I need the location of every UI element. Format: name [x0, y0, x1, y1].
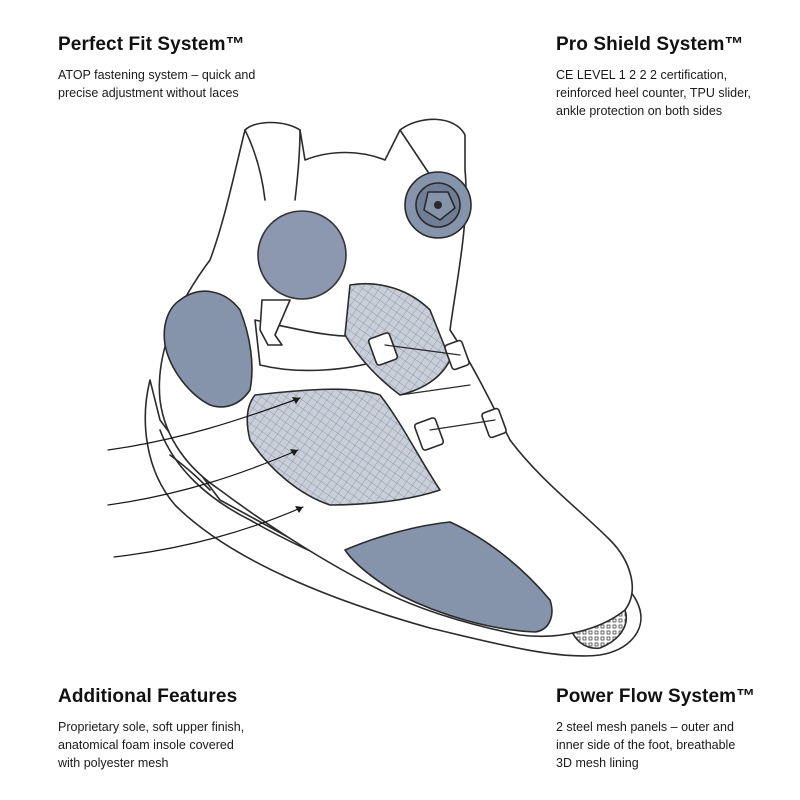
feature-title: Power Flow System™ — [556, 686, 756, 707]
ankle-protector — [257, 210, 347, 300]
feature-line: with polyester mesh — [58, 756, 169, 770]
feature-title: Pro Shield System™ — [556, 34, 744, 55]
strap-4 — [481, 407, 507, 439]
feature-line: precise adjustment without laces — [58, 86, 239, 100]
mesh-panel-upper — [344, 282, 451, 396]
feature-description: CE LEVEL 1 2 2 2 certification, reinforc… — [556, 66, 786, 120]
feature-line: Proprietary sole, soft upper finish, — [58, 720, 245, 734]
brand-logo-icon — [259, 299, 291, 346]
mesh-panel-lower — [246, 388, 441, 506]
strap-2 — [413, 417, 445, 451]
feature-title: Additional Features — [58, 686, 238, 707]
strap-1 — [367, 332, 399, 366]
feature-line: inner side of the foot, breathable — [556, 738, 736, 752]
callout-line-1 — [107, 397, 301, 451]
feature-perfect-fit: Perfect Fit System™ ATOP fastening syste… — [58, 34, 318, 102]
callout-line-3 — [113, 506, 304, 558]
feature-power-flow: Power Flow System™ 2 steel mesh panels –… — [556, 686, 786, 772]
callout-line-2 — [107, 449, 299, 506]
feature-line: anatomical foam insole covered — [58, 738, 234, 752]
feature-line: 3D mesh lining — [556, 756, 639, 770]
feature-line: CE LEVEL 1 2 2 2 certification, — [556, 68, 728, 82]
feature-description: Proprietary sole, soft upper finish, ana… — [58, 718, 308, 772]
feature-line: ATOP fastening system – quick and — [58, 68, 256, 82]
feature-title: Perfect Fit System™ — [58, 34, 245, 55]
feature-description: 2 steel mesh panels – outer and inner si… — [556, 718, 786, 772]
feature-pro-shield: Pro Shield System™ CE LEVEL 1 2 2 2 cert… — [556, 34, 786, 120]
feature-description: ATOP fastening system – quick and precis… — [58, 66, 318, 102]
toe-cap — [344, 521, 553, 633]
feature-additional: Additional Features Proprietary sole, so… — [58, 686, 308, 772]
feature-line: reinforced heel counter, TPU slider, — [556, 86, 752, 100]
feature-line: ankle protection on both sides — [556, 104, 723, 118]
atop-dial-icon — [404, 171, 472, 239]
feature-line: 2 steel mesh panels – outer and — [556, 720, 734, 734]
heel-panel — [163, 290, 253, 408]
